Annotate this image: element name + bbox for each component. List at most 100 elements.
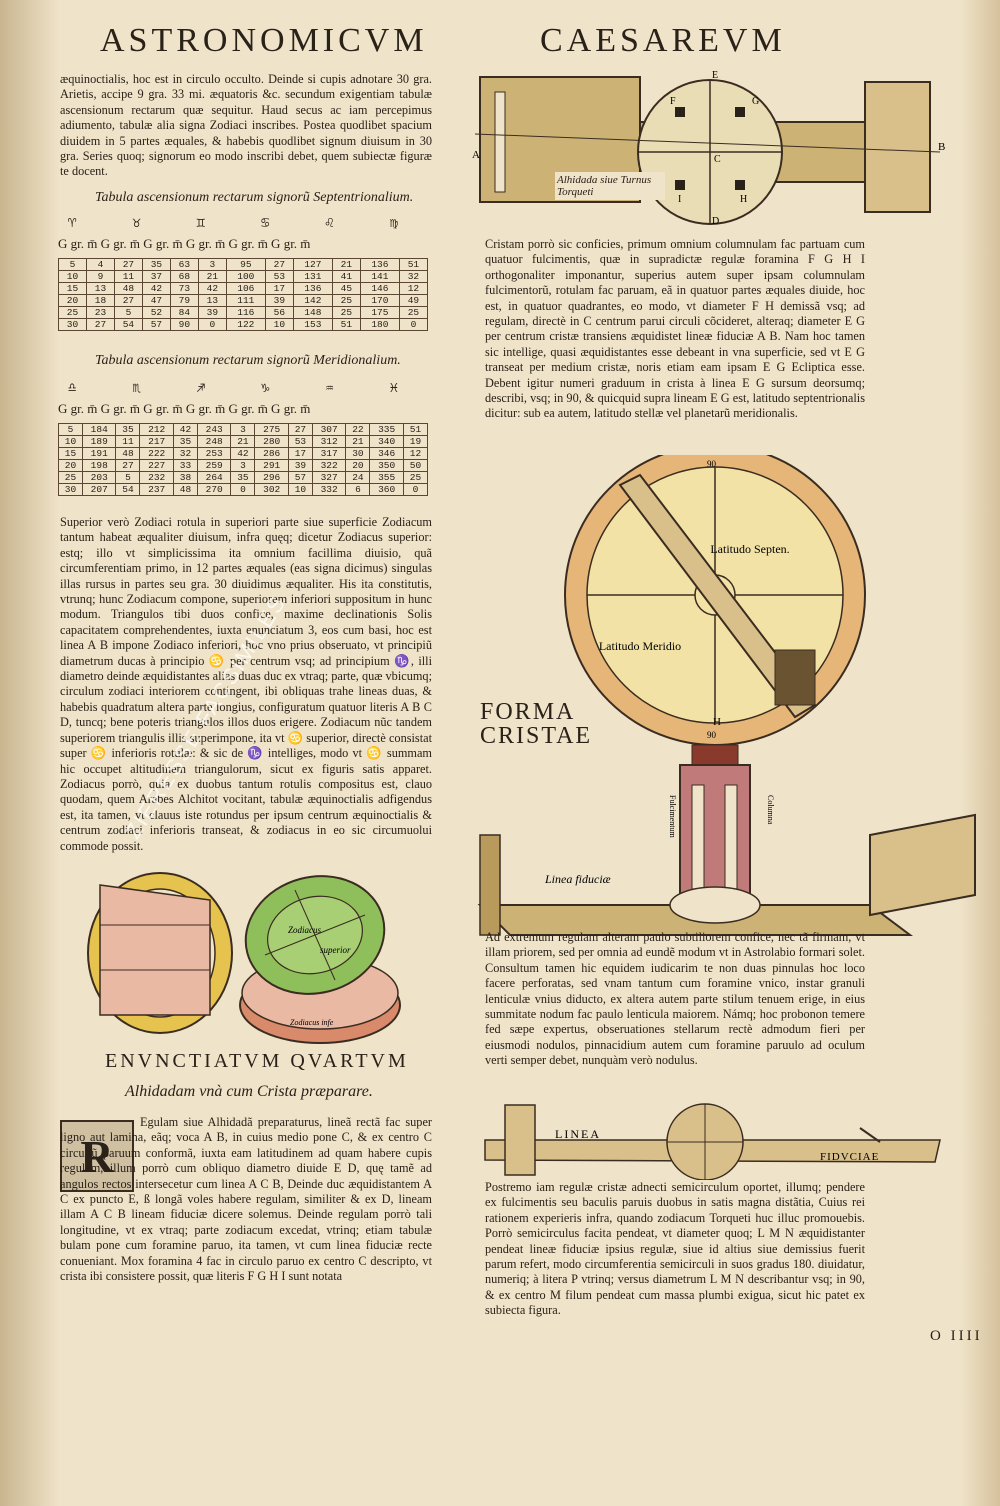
table-cell: 79 — [169, 294, 199, 307]
table-cell: 13 — [85, 282, 115, 295]
table-cell: 54 — [115, 483, 141, 496]
table-cell: 0 — [230, 483, 256, 496]
lat-merid-label: Latitudo Meridio — [599, 639, 681, 653]
table-cell: 350 — [369, 459, 404, 472]
table-cell: 20 — [345, 459, 371, 472]
cristae-word: CRISTAE — [480, 723, 593, 749]
table-cell: 3 — [197, 258, 227, 271]
table-cell: 27 — [113, 294, 143, 307]
deg90-bottom: 90 — [707, 730, 717, 740]
table-cell: 136 — [292, 282, 333, 295]
table-cell: 286 — [254, 447, 289, 460]
table-cell: 53 — [287, 435, 313, 448]
table-cell: 21 — [331, 258, 361, 271]
forma-cristae-label: FORMA CRISTAE — [480, 700, 592, 748]
table-cell: 52 — [141, 306, 171, 319]
table-cell: 84 — [169, 306, 199, 319]
table-cell: 317 — [311, 447, 347, 460]
table-cell: 180 — [359, 318, 400, 331]
table-cell: 270 — [196, 483, 232, 496]
table1-header: G gr. m̄ G gr. m̄ G gr. m̄ G gr. m̄ G gr… — [58, 236, 428, 252]
table-cell: 20 — [58, 294, 87, 307]
table-cell: 253 — [196, 447, 232, 460]
table-cell: 141 — [359, 270, 400, 283]
fulcimentum-label: Fulcimentum — [668, 795, 677, 838]
table-cell: 13 — [197, 294, 227, 307]
zodiac-symbol: ♒ — [325, 381, 334, 397]
columna-label: Columna — [766, 795, 775, 825]
left-intro-paragraph: æquinoctialis, hoc est in circulo occult… — [60, 72, 432, 179]
zodiac-symbol: ♏ — [132, 381, 141, 397]
table-cell: 0 — [197, 318, 227, 331]
column-cap — [691, 744, 739, 766]
table-cell: 191 — [81, 447, 117, 460]
table-cell: 42 — [141, 282, 171, 295]
table-cell: 42 — [172, 423, 198, 436]
zodiac-symbol: ♉ — [132, 216, 141, 232]
triangle-support — [99, 884, 211, 1016]
table-cell: 346 — [369, 447, 404, 460]
table-cell: 340 — [369, 435, 404, 448]
table-cell: 307 — [311, 423, 347, 436]
alhidada-right-vane — [864, 81, 931, 213]
left-body-text: Superior verò Zodiaci rotula in superior… — [60, 515, 432, 854]
right-body-paragraph-2: Ad extremum regulam alteram paulo subtil… — [485, 930, 865, 1068]
table-cell: 20 — [58, 459, 83, 472]
table-cell: 23 — [85, 306, 115, 319]
table-cell: 280 — [254, 435, 289, 448]
table-cell: 19 — [402, 435, 429, 448]
table-cell: 25 — [398, 306, 429, 319]
table-cell: 25 — [58, 306, 87, 319]
table-cell: 4 — [85, 258, 115, 271]
letter-d: D — [712, 216, 719, 227]
table-cell: 296 — [254, 471, 289, 484]
table-cell: 45 — [331, 282, 361, 295]
crista-right-vane — [869, 813, 976, 917]
table-cell: 17 — [264, 282, 294, 295]
table-cell: 54 — [113, 318, 143, 331]
table-cell: 25 — [331, 294, 361, 307]
table-cell: 0 — [402, 483, 429, 496]
table-cell: 27 — [287, 423, 313, 436]
left-intro-text: æquinoctialis, hoc est in circulo occult… — [60, 72, 432, 180]
table-cell: 15 — [58, 282, 87, 295]
table-cell: 153 — [292, 318, 333, 331]
table-cell: 53 — [264, 270, 294, 283]
table-cell: 232 — [139, 471, 174, 484]
table-cell: 57 — [141, 318, 171, 331]
table-cell: 5 — [58, 258, 87, 271]
table-cell: 21 — [345, 435, 371, 448]
table-cell: 10 — [58, 435, 83, 448]
table-cell: 217 — [139, 435, 174, 448]
table1: ♈♉♊♋♌♍ G gr. m̄ G gr. m̄ G gr. m̄ G gr. … — [58, 215, 429, 331]
letter-f: F — [670, 96, 676, 107]
table-cell: 30 — [58, 318, 87, 331]
table-cell: 100 — [225, 270, 266, 283]
table2-header: G gr. m̄ G gr. m̄ G gr. m̄ G gr. m̄ G gr… — [58, 401, 428, 417]
zodiac-label-inner: superior — [320, 945, 351, 955]
table-cell: 25 — [58, 471, 83, 484]
table-cell: 18 — [85, 294, 115, 307]
table-cell: 35 — [141, 258, 171, 271]
table-cell: 136 — [359, 258, 400, 271]
table-cell: 51 — [398, 258, 429, 271]
table-cell: 48 — [113, 282, 143, 295]
page-number: O IIII — [930, 1328, 983, 1344]
table-cell: 148 — [292, 306, 333, 319]
table-cell: 106 — [225, 282, 266, 295]
table-cell: 322 — [311, 459, 347, 472]
linea-label: LINEA — [555, 1127, 601, 1141]
table-cell: 5 — [58, 423, 83, 436]
page-edge — [960, 0, 1000, 1506]
table-cell: 189 — [81, 435, 117, 448]
letter-h: H — [740, 194, 747, 205]
table-cell: 131 — [292, 270, 333, 283]
